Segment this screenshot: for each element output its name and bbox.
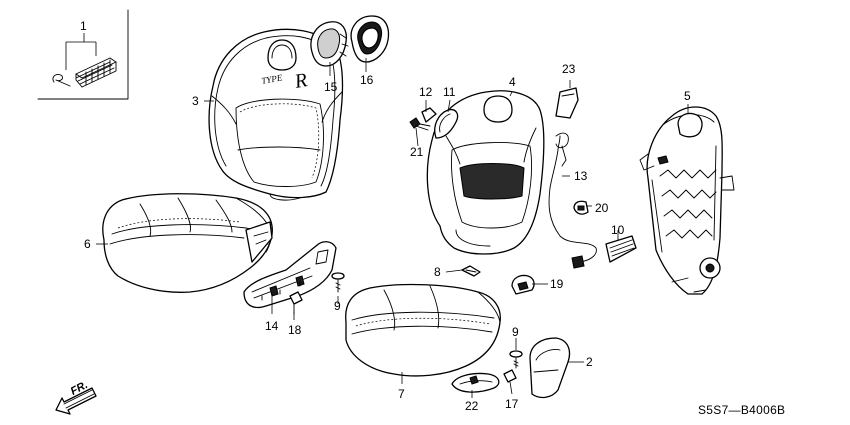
callout-14: 14 [265,319,279,333]
part-20-clip [573,200,589,215]
callout-18: 18 [288,323,302,337]
callout-16: 16 [360,73,374,87]
callout-20: 20 [595,201,609,215]
part-19-clip [511,274,535,295]
type-r-logo: R [292,69,309,93]
part-21-screw [409,117,431,131]
part-8-clip [461,265,481,277]
callout-10: 10 [611,223,625,237]
part-22-strap [451,372,500,393]
part-6-seat-cushion [102,193,273,293]
part-9-screw-upper [331,272,345,293]
part-1-clips [52,33,117,88]
part-11-cover [434,108,459,139]
part-3-seat-back: R TYPE [208,28,344,201]
callout-8: 8 [434,265,441,279]
callout-13: 13 [574,169,588,183]
part-2-side-cover [529,337,571,399]
callout-23: 23 [562,62,576,76]
part-4-seat-back-pad [426,90,545,255]
inset-box [37,9,129,100]
callout-12: 12 [419,85,433,99]
part-14-seat-track [243,241,337,309]
diagram-code: S5S7—B4006B [698,403,785,417]
part-13-cable [548,132,597,269]
part-15-guide [310,21,349,67]
callout-21: 21 [410,145,424,159]
callout-22: 22 [465,399,479,413]
part-18-clip [289,291,303,315]
part-9-screw-lower [509,350,523,369]
callout-5: 5 [684,89,691,103]
callout-11: 11 [443,85,456,99]
part-10-knob [605,235,637,263]
callout-labels: 1 2 3 4 5 6 7 8 9 9 10 11 12 13 14 15 16… [80,19,691,413]
callout-9-upper: 9 [334,299,341,313]
callout-4: 4 [509,75,516,89]
callout-7: 7 [398,387,405,401]
part-5-seat-back-frame [639,106,735,295]
part-12-clip [421,107,437,123]
callout-3: 3 [192,94,199,108]
callout-15: 15 [324,80,338,94]
callout-17: 17 [505,397,519,411]
callout-2: 2 [586,355,593,369]
part-17-clip [503,369,517,383]
front-direction-arrow [55,387,97,415]
type-r-logo-small: TYPE [261,72,284,86]
callout-19: 19 [550,277,564,291]
callout-1: 1 [80,19,87,33]
part-23-pad [555,87,579,119]
leader-lines [96,58,689,398]
callout-9-lower: 9 [512,325,519,339]
callout-6: 6 [84,237,91,251]
part-7-seat-cushion-pad [345,283,501,377]
part-16-escutcheon [350,15,390,63]
